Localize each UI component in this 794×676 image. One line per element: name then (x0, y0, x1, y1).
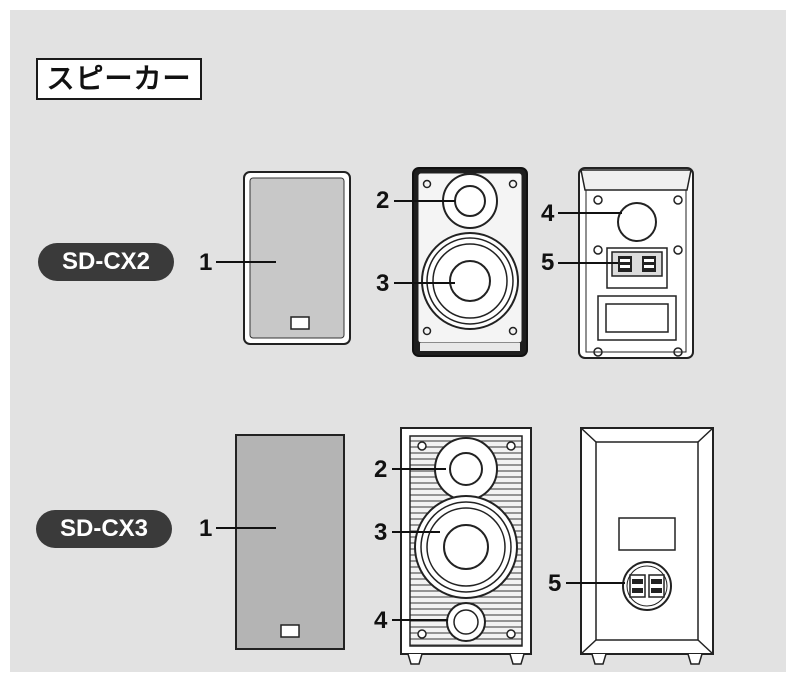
cx2-callout-grille: 1 (199, 249, 213, 276)
cx2-callout-woofer: 3 (376, 270, 390, 297)
cx3-callout-terminal: 5 (548, 570, 562, 597)
cx2-callout-port: 4 (541, 200, 555, 227)
cx2-front-body (412, 167, 528, 357)
model-badge-sd-cx2: SD-CX2 (38, 243, 174, 281)
cx3-grille (235, 434, 345, 650)
section-title: スピーカー (36, 58, 202, 100)
cx2-grille (243, 171, 351, 345)
cx3-front-body (400, 427, 532, 665)
cx2-callout-tweeter: 2 (376, 187, 390, 214)
cx3-callout-woofer: 3 (374, 519, 388, 546)
cx3-callout-tweeter: 2 (374, 456, 388, 483)
cx3-callout-port: 4 (374, 607, 388, 634)
cx2-callout-terminal: 5 (541, 249, 555, 276)
cx2-back-body (578, 167, 694, 359)
cx3-back-body (580, 427, 714, 665)
model-badge-sd-cx3: SD-CX3 (36, 510, 172, 548)
cx3-callout-grille: 1 (199, 515, 213, 542)
